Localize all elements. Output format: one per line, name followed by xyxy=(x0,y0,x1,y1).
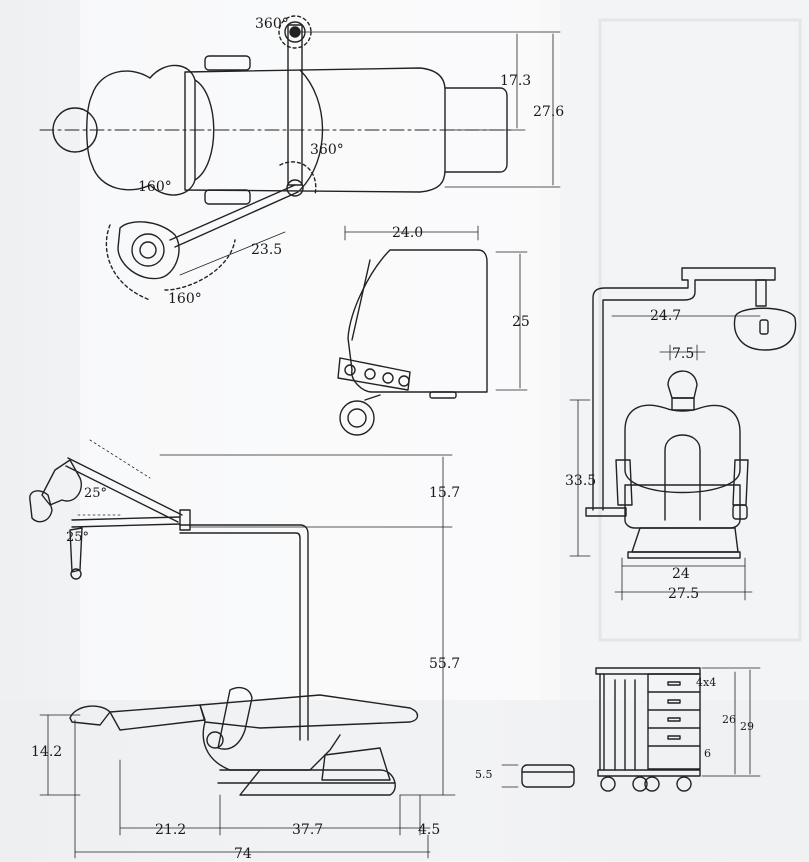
front-view-chair xyxy=(585,267,797,559)
cabinet-overall-height-label: 29 xyxy=(740,720,754,733)
tray-depth-label: 25 xyxy=(512,314,530,330)
rotation-arm-label: 360° xyxy=(310,142,344,158)
floor xyxy=(0,700,809,861)
wall-molding xyxy=(598,18,802,642)
tray-width-label: 24.0 xyxy=(392,225,424,241)
seg-mid-label: 37.7 xyxy=(292,822,324,838)
width-full-label: 27.6 xyxy=(533,104,565,120)
base-width-label: 24 xyxy=(672,566,690,582)
cabinet-inner-height-label: 26 xyxy=(722,713,736,726)
top-view-chair xyxy=(39,15,516,301)
side-cabinet xyxy=(521,667,701,792)
side-view-dimensions xyxy=(39,439,456,859)
light-tilt-lower-label: 25° xyxy=(66,530,90,545)
curtain xyxy=(80,0,540,700)
top-view-dimensions xyxy=(299,31,561,188)
light-angle-bottom-label: 160° xyxy=(168,291,202,307)
seg-left-label: 21.2 xyxy=(155,822,187,838)
instrument-tray xyxy=(337,225,528,436)
seg-right-label: 4.5 xyxy=(418,822,441,838)
width-half-label: 17.3 xyxy=(500,73,532,89)
light-angle-left-label: 160° xyxy=(138,179,172,195)
rotation-base-label: 360° xyxy=(255,16,289,32)
drawer-size-label: 4x4 xyxy=(696,676,717,689)
front-view-dimensions xyxy=(569,315,761,601)
light-height-label: 15.7 xyxy=(429,485,461,501)
light-tilt-upper-label: 25° xyxy=(84,486,108,501)
overall-length-label: 74 xyxy=(234,846,252,862)
arm-length-label: 23.5 xyxy=(251,242,283,258)
arm-reach-label: 24.7 xyxy=(650,308,682,324)
drawer-height-label: 6 xyxy=(704,747,711,760)
chair-height-label: 33.5 xyxy=(565,473,597,489)
cabinet-dimensions xyxy=(501,667,761,788)
pedal-height-label: 5.5 xyxy=(475,768,493,781)
overall-width-label: 27.5 xyxy=(668,586,700,602)
seat-height-label: 14.2 xyxy=(31,744,63,760)
pole-height-label: 55.7 xyxy=(429,656,461,672)
headrest-width-label: 7.5 xyxy=(672,346,695,362)
